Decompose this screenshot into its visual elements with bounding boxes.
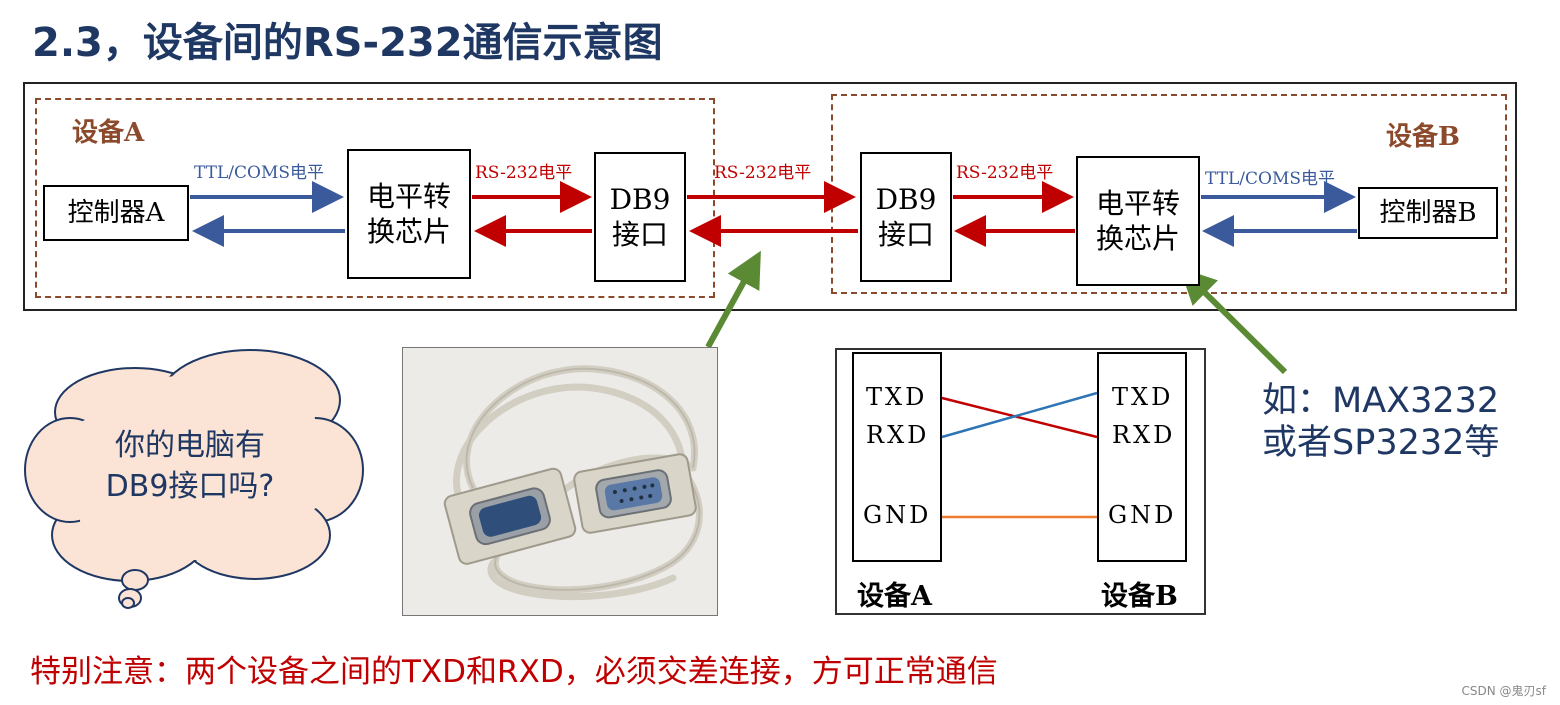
db9-b-line2: 接口 bbox=[877, 218, 934, 251]
notice-text: 特别注意：两个设备之间的TXD和RXD，必须交差连接，方可正常通信 bbox=[30, 654, 998, 690]
pointer-arrow-cable bbox=[705, 250, 761, 349]
controller-a-label: 控制器A bbox=[67, 197, 165, 228]
page-title: 2.3，设备间的RS-232通信示意图 bbox=[32, 20, 663, 66]
level-chip-b-box: 电平转 换芯片 bbox=[1076, 156, 1200, 286]
cable-illustration bbox=[403, 348, 717, 615]
pin-b-rxd: RXD bbox=[1112, 421, 1176, 449]
pinout-device-a-box bbox=[852, 352, 942, 562]
rs232-level-label-a: RS-232电平 bbox=[475, 163, 573, 183]
pin-a-txd: TXD bbox=[866, 383, 928, 411]
pin-a-gnd: GND bbox=[863, 501, 932, 529]
diagram-frame bbox=[23, 82, 1517, 311]
db9-b-line1: DB9 bbox=[875, 183, 937, 216]
level-chip-b-line1: 电平转 bbox=[1095, 187, 1180, 220]
controller-a-box: 控制器A bbox=[43, 185, 189, 241]
db9-a-line2: 接口 bbox=[611, 218, 668, 251]
device-b-label: 设备B bbox=[1386, 122, 1460, 152]
chip-note-line1: 如：MAX3232 bbox=[1262, 381, 1500, 421]
level-chip-b-line2: 换芯片 bbox=[1095, 222, 1180, 255]
rs232-level-label-cable: RS-232电平 bbox=[714, 163, 812, 183]
level-chip-a-box: 电平转 换芯片 bbox=[347, 149, 471, 279]
pinout-caption-a: 设备A bbox=[857, 581, 932, 612]
db9-b-box: DB9 接口 bbox=[860, 152, 952, 282]
rs232-level-label-b: RS-232电平 bbox=[956, 163, 1054, 183]
db9-cable-photo bbox=[402, 347, 718, 616]
ttl-level-label-a: TTL/COMS电平 bbox=[194, 163, 325, 183]
watermark: CSDN @鬼刃sf bbox=[1461, 684, 1546, 698]
chip-note-line2: 或者SP3232等 bbox=[1262, 423, 1500, 463]
controller-b-box: 控制器B bbox=[1358, 187, 1498, 239]
pin-a-rxd: RXD bbox=[866, 421, 930, 449]
pin-b-txd: TXD bbox=[1112, 383, 1174, 411]
pinout-caption-b: 设备B bbox=[1101, 581, 1178, 612]
wire-txd-a-to-rxd-b bbox=[941, 396, 1098, 439]
cloud-line2: DB9接口吗? bbox=[105, 468, 275, 504]
level-chip-a-line1: 电平转 bbox=[366, 180, 451, 213]
cloud-line1: 你的电脑有 bbox=[115, 428, 265, 463]
chip-note: 如：MAX3232 或者SP3232等 bbox=[1262, 380, 1499, 464]
pointer-arrow-chip bbox=[1179, 267, 1288, 375]
pinout-frame bbox=[835, 348, 1206, 615]
controller-b-label: 控制器B bbox=[1379, 197, 1477, 228]
wire-rxd-a-to-txd-b bbox=[941, 391, 1098, 439]
cloud-text: 你的电脑有 DB9接口吗? bbox=[60, 426, 320, 507]
level-chip-a-line2: 换芯片 bbox=[366, 215, 451, 248]
pin-b-gnd: GND bbox=[1108, 501, 1177, 529]
device-a-label: 设备A bbox=[72, 118, 145, 148]
ttl-level-label-b: TTL/COMS电平 bbox=[1205, 169, 1336, 189]
db9-a-line1: DB9 bbox=[609, 183, 671, 216]
pinout-device-b-box bbox=[1097, 352, 1187, 562]
db9-a-box: DB9 接口 bbox=[594, 152, 686, 282]
